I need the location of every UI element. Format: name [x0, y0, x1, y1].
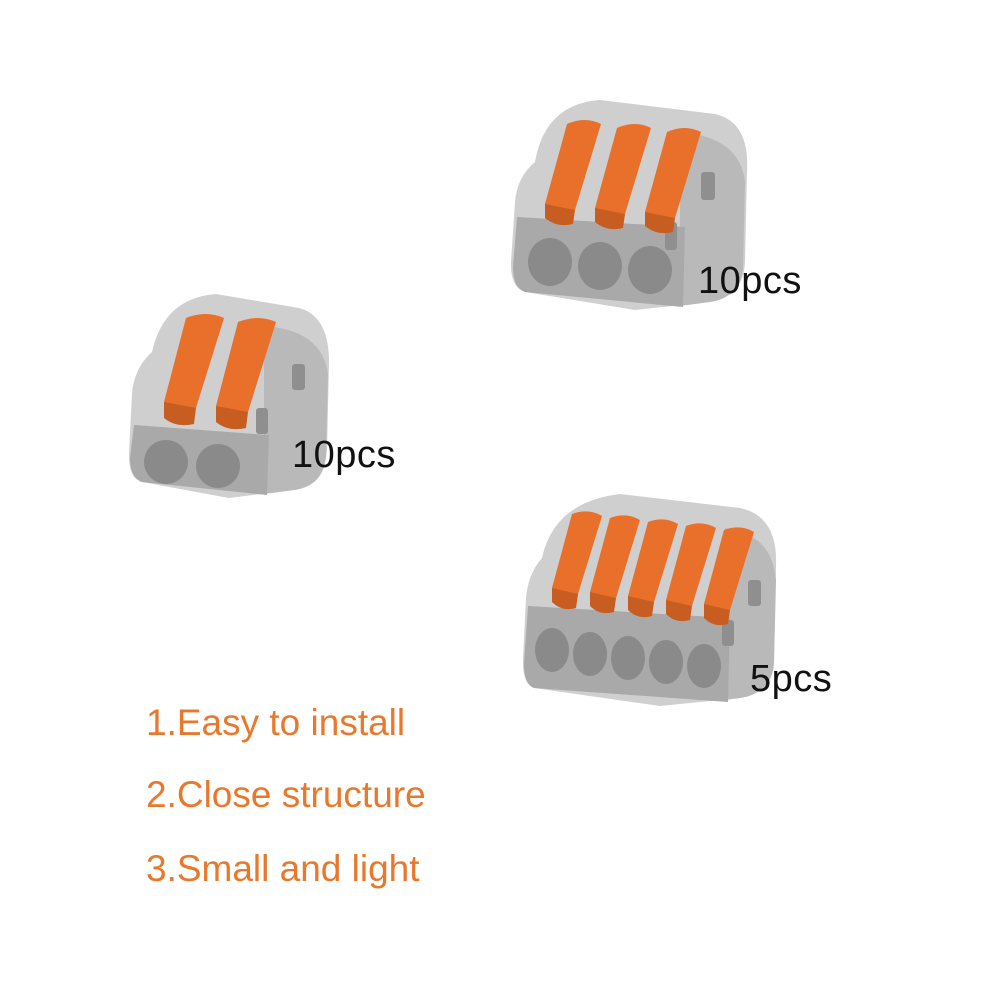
- feature-small-and-light: 3.Small and light: [146, 848, 420, 889]
- five-pole-connector-image: [522, 494, 777, 706]
- three-pole-connector-image: [510, 100, 748, 310]
- two-pole-connector-image: [128, 294, 329, 498]
- feature-close-structure: 2.Close structure: [146, 774, 426, 815]
- quantity-label-five-pole: 5pcs: [750, 658, 833, 700]
- quantity-label-two-pole: 10pcs: [292, 434, 396, 476]
- feature-easy-to-install: 1.Easy to install: [146, 702, 406, 743]
- quantity-label-three-pole: 10pcs: [698, 260, 802, 302]
